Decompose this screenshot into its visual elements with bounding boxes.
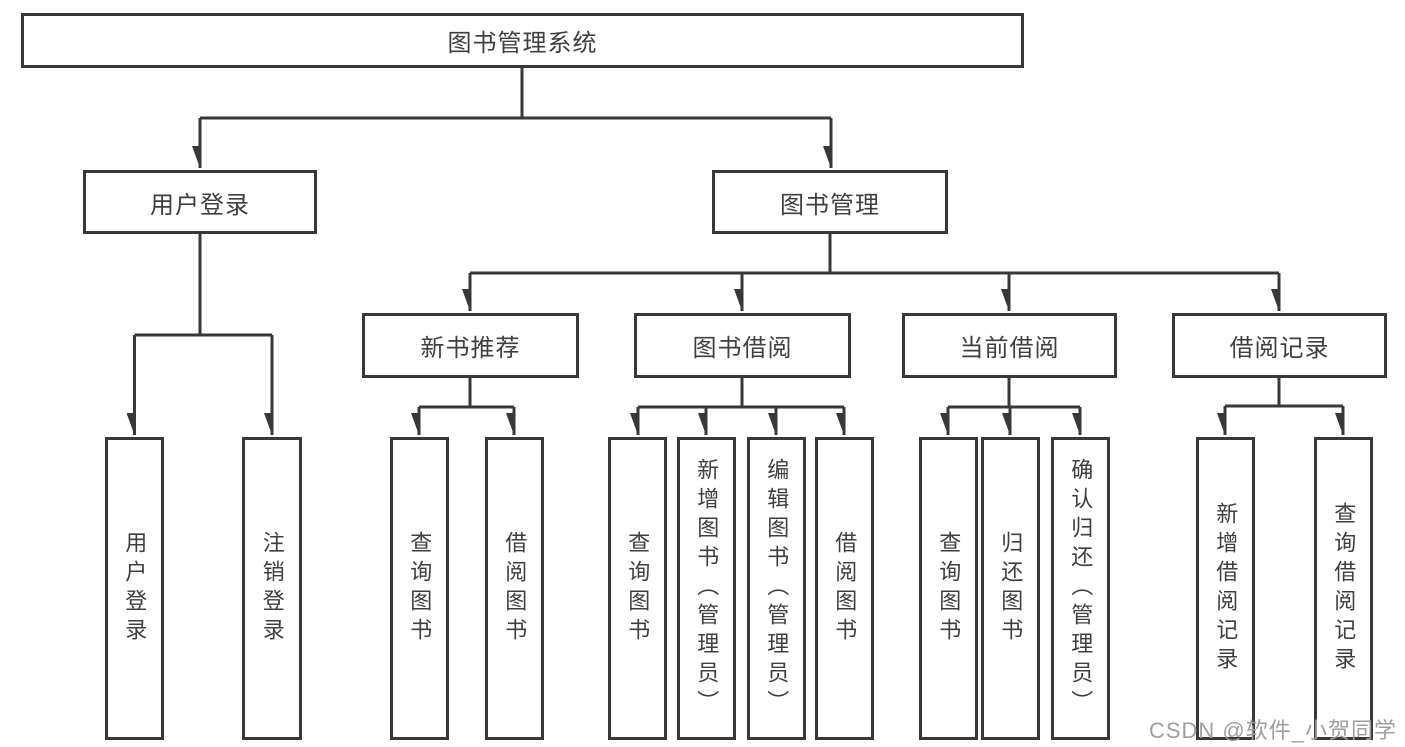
leaf-borrow-books-recommend: 借阅图书 [485, 437, 544, 740]
leaf-add-borrow-record: 新增借阅记录 [1196, 437, 1255, 740]
node-user-login-branch: 用户登录 [83, 170, 317, 234]
leaf-logout: 注销登录 [242, 437, 302, 740]
leaf-return-books: 归还图书 [981, 437, 1040, 740]
leaf-add-books-admin: 新增图书（管理员） [677, 437, 736, 740]
leaf-edit-books-admin: 编辑图书（管理员） [747, 437, 806, 740]
node-borrowing-records: 借阅记录 [1172, 313, 1387, 378]
leaf-query-books-recommend: 查询图书 [390, 437, 449, 740]
leaf-confirm-return-admin: 确认归还（管理员） [1051, 437, 1110, 740]
node-book-borrowing: 图书借阅 [634, 313, 851, 378]
leaf-user-login: 用户登录 [105, 437, 164, 740]
node-current-borrowing: 当前借阅 [902, 313, 1117, 378]
leaf-borrow-books: 借阅图书 [815, 437, 874, 740]
leaf-query-borrow-record: 查询借阅记录 [1314, 437, 1373, 740]
csdn-watermark: CSDN @软件_小贺同学 [1148, 718, 1397, 743]
leaf-query-books-borrowing: 查询图书 [608, 437, 667, 740]
node-new-book-recommend: 新书推荐 [362, 313, 579, 378]
leaf-query-books-current: 查询图书 [919, 437, 978, 740]
node-root-library-system: 图书管理系统 [21, 13, 1024, 68]
node-book-management-branch: 图书管理 [712, 170, 948, 234]
